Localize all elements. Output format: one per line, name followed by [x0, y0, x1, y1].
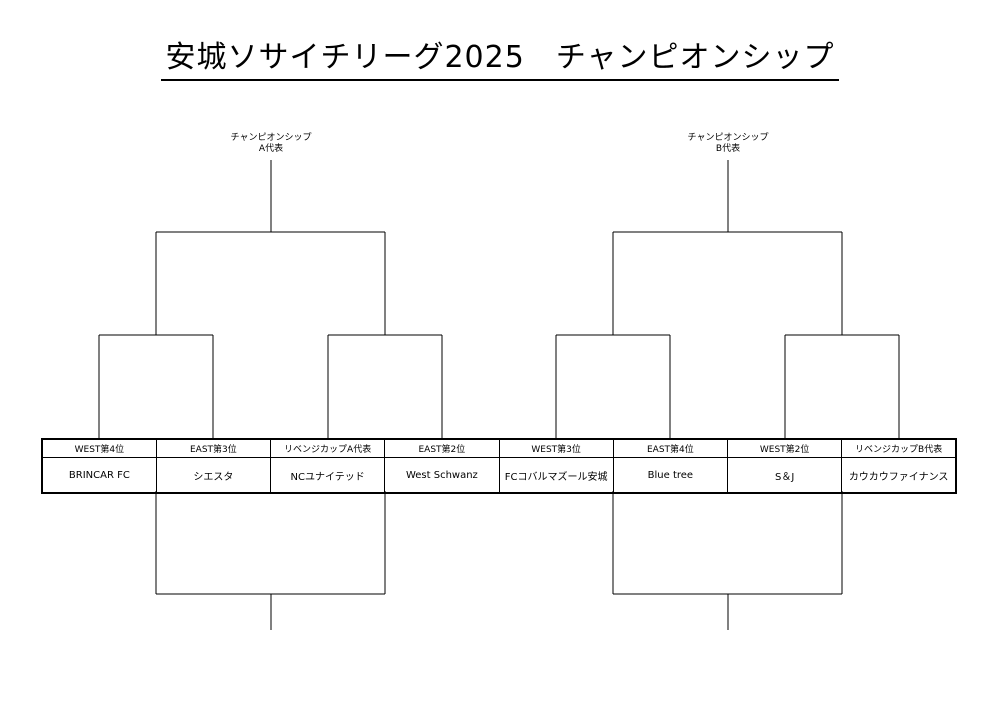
team-name-cell: NCユナイテッド — [269, 457, 386, 494]
team-name-cell: FCコバルマズール安城 — [498, 457, 614, 494]
seed-cell: リベンジカップB代表 — [841, 438, 957, 458]
page-title-text: 安城ソサイチリーグ2025 チャンピオンシップ — [161, 38, 839, 81]
seed-cell: EAST第3位 — [155, 438, 272, 458]
winner-label-b: チャンピオンシップ B代表 — [658, 133, 798, 155]
team-name-cell: カウカウファイナンス — [841, 457, 957, 494]
seed-cell: EAST第4位 — [612, 438, 729, 458]
page-title: 安城ソサイチリーグ2025 チャンピオンシップ — [0, 38, 1000, 81]
team-table: WEST第4位 EAST第3位 リベンジカップA代表 EAST第2位 WEST第… — [41, 438, 957, 494]
team-name-cell: BRINCAR FC — [41, 457, 157, 494]
seed-cell: EAST第2位 — [384, 438, 500, 458]
team-name-cell: シエスタ — [155, 457, 272, 494]
seed-cell: リベンジカップA代表 — [269, 438, 386, 458]
team-name-cell: S＆J — [726, 457, 843, 494]
seed-cell: WEST第4位 — [41, 438, 157, 458]
winner-label-a: チャンピオンシップ A代表 — [201, 133, 341, 155]
seed-row: WEST第4位 EAST第3位 リベンジカップA代表 EAST第2位 WEST第… — [41, 438, 957, 458]
team-name-row: BRINCAR FC シエスタ NCユナイテッド West Schwanz FC… — [41, 457, 957, 494]
winner-label-a-line2: A代表 — [258, 144, 284, 154]
seed-cell: WEST第3位 — [498, 438, 614, 458]
team-name-cell: Blue tree — [612, 457, 729, 494]
winner-label-b-line2: B代表 — [715, 144, 741, 154]
team-name-cell: West Schwanz — [384, 457, 500, 494]
winner-label-b-line1: チャンピオンシップ — [687, 133, 769, 143]
winner-label-a-line1: チャンピオンシップ — [230, 133, 312, 143]
seed-cell: WEST第2位 — [726, 438, 843, 458]
